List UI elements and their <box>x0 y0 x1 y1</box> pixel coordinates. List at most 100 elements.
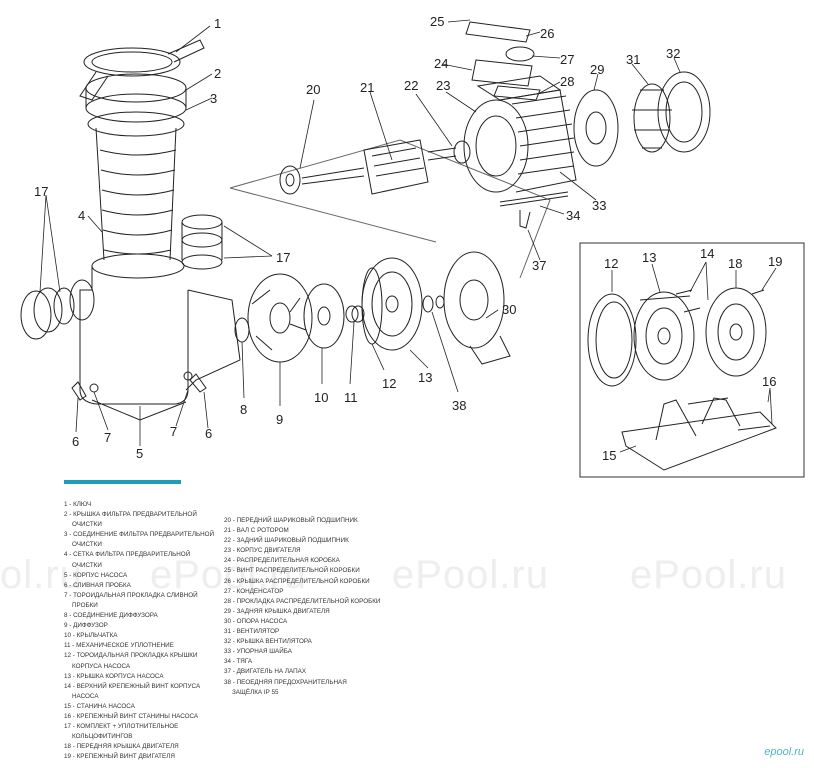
legend-entry: 38 - ПЕОЕДНЯЯ ПРЕДОХРАНИТЕЛЬНАЯ <box>224 678 347 686</box>
callout-27: 27 <box>560 52 574 67</box>
callout-38: 38 <box>452 398 466 413</box>
legend-entry: 34 - ТЯГА <box>224 658 253 666</box>
legend-entry: 17 - КОМПЛЕКТ + УПЛОТНИТЕЛЬНОЕ <box>64 723 179 731</box>
legend-entry: ОЧИСТКИ <box>72 521 102 529</box>
site-logo: epool.ru <box>764 746 804 758</box>
callout-23: 23 <box>436 78 450 93</box>
legend-entry: 19 - КРЕПЕЖНЫЙ ВИНТ ДВИГАТЕЛЯ <box>64 753 175 761</box>
callout-26: 26 <box>540 26 554 41</box>
callout-1: 1 <box>214 16 221 31</box>
legend-entry: НАСОСА <box>72 692 99 700</box>
inset-base <box>621 397 777 471</box>
callout-25: 25 <box>430 14 444 29</box>
pump-drawing <box>20 19 711 446</box>
callout-5: 5 <box>136 446 143 461</box>
fan-cover <box>657 71 711 153</box>
callout-7a: 7 <box>104 430 111 445</box>
legend-entry: 12 - ТОРОИДАЛЬНАЯ ПРОКЛАДКА КРЫШКИ <box>64 652 198 660</box>
callout-28: 28 <box>560 74 574 89</box>
legend-entry: ОЧИСТКИ <box>72 541 102 549</box>
callout-2: 2 <box>214 66 221 81</box>
legend-entry: ПРОБКИ <box>72 601 98 609</box>
inset-pump-cover <box>633 291 695 381</box>
legend-entry: 8 - СОЕДИНЕНИЕ ДИФФУЗОРА <box>64 612 158 620</box>
union-fitting-right <box>181 214 223 270</box>
callout-21: 21 <box>360 80 374 95</box>
pump-bracket <box>443 251 511 365</box>
legend-entry: ОЧИСТКИ <box>72 561 102 569</box>
union-fitting-left <box>20 279 95 340</box>
inset-callout-18: 18 <box>728 256 742 271</box>
callout-12: 12 <box>382 376 396 391</box>
callout-20: 20 <box>306 82 320 97</box>
rotor-assembly <box>279 139 471 195</box>
legend-entry: 11 - МЕХАНИЧЕСКОЕ УПЛОТНЕНИЕ <box>64 642 174 650</box>
legend-entry: 4 - СЕТКА ФИЛЬТРА ПРЕДВАРИТЕЛЬНОЙ <box>64 551 191 559</box>
legend-entry: 37 - ДВИГАТЕЛЬ НА ЛАПАХ <box>224 668 307 676</box>
pump-cover <box>361 257 423 351</box>
callout-17b: 17 <box>276 250 290 265</box>
callout-6a: 6 <box>72 434 79 449</box>
callout-37: 37 <box>532 258 546 273</box>
fan <box>632 83 672 153</box>
legend-entry: 28 - ПРОКЛАДКА РАСПРЕДЕЛИТЕЛЬНОЙ КОРОБКИ <box>224 597 381 605</box>
inset-front-cover <box>705 287 767 377</box>
callout-31: 31 <box>626 52 640 67</box>
prefilter-cover <box>85 73 187 137</box>
inset-callout-12: 12 <box>604 256 618 271</box>
inset-callout-15: 15 <box>602 448 616 463</box>
callout-4: 4 <box>78 208 85 223</box>
callout-22: 22 <box>404 78 418 93</box>
legend-entry: 5 - КОРПУС НАСОСА <box>64 571 128 579</box>
legend-entry: 15 - СТАНИНА НАСОСА <box>64 702 135 710</box>
callout-9: 9 <box>276 412 283 427</box>
legend-entry: КОЛЬЦОФИТИНГОВ <box>72 733 133 741</box>
legend-entry: 27 - КОНДЕНСАТОР <box>224 587 284 595</box>
callout-33: 33 <box>592 198 606 213</box>
legend-entry: 14 - ВЕРХНИЙ КРЕПЕЖНЫЙ ВИНТ КОРПУСА <box>64 682 201 690</box>
legend-entry: 29 - ЗАДНЯЯ КРЫШКА ДВИГАТЕЛЯ <box>224 607 330 615</box>
callout-11: 11 <box>344 390 358 405</box>
diffuser-parts <box>234 273 313 363</box>
legend-entry: 24 - РАСПРЕДЕЛИТЕЛЬНАЯ КОРОБКА <box>224 557 340 565</box>
inset-detail <box>579 242 805 478</box>
terminal-box <box>465 21 541 101</box>
legend-entry: 6 - СЛИВНАЯ ПРОБКА <box>64 581 131 589</box>
callout-29: 29 <box>590 62 604 77</box>
inset-callout-19: 19 <box>768 254 782 269</box>
callout-32: 32 <box>666 46 680 61</box>
callout-17a: 17 <box>34 184 48 199</box>
callouts: 1 2 3 4 5 6 6 7 7 8 9 10 11 12 13 17 17 … <box>34 14 680 461</box>
inset-screws <box>675 289 771 431</box>
legend-entry: 25 - ВИНТ РАСПРЕДЕЛИТЕЛЬНОЙ КОРОБКИ <box>224 567 360 575</box>
callout-3: 3 <box>210 91 217 106</box>
legend-entry: 33 - УПОРНАЯ ШАЙБА <box>224 648 292 656</box>
legend-entry: 16 - КРЕПЕЖНЫЙ ВИНТ СТАНИНЫ НАСОСА <box>64 712 199 720</box>
inset-callout-14: 14 <box>700 246 714 261</box>
callout-6b: 6 <box>205 426 212 441</box>
accent-bar <box>64 480 181 484</box>
washers <box>422 295 445 313</box>
callout-7b: 7 <box>170 424 177 439</box>
legend-entry: 30 - ОПОРА НАСОСА <box>224 617 288 625</box>
inset-leaders <box>611 261 777 453</box>
inset-gasket <box>587 293 637 387</box>
legend-entry: 1 - КЛЮЧ <box>64 501 92 508</box>
strainer-basket <box>95 127 177 261</box>
legend-entry: 13 - КРЫШКА КОРПУСА НАСОСА <box>64 672 164 680</box>
impeller <box>303 283 345 349</box>
rear-cover <box>573 89 619 167</box>
watermark-3: ePool.ru <box>392 553 549 597</box>
legend-entry: 7 - ТОРОИДАЛЬНАЯ ПРОКЛАДКА СЛИВНОЙ <box>64 591 198 599</box>
legend-entry: 18 - ПЕРЕДНЯЯ КРЫШКА ДВИГАТЕЛЯ <box>64 743 179 751</box>
callout-10: 10 <box>314 390 328 405</box>
callout-8: 8 <box>240 402 247 417</box>
callout-24: 24 <box>434 56 448 71</box>
tie-rod <box>499 191 569 229</box>
watermark-4: ePool.ru <box>630 553 787 597</box>
legend-entry: 23 - КОРПУС ДВИГАТЕЛЯ <box>224 547 301 555</box>
legend-entry: ЗАЩЁЛКА IP 55 <box>232 688 279 696</box>
